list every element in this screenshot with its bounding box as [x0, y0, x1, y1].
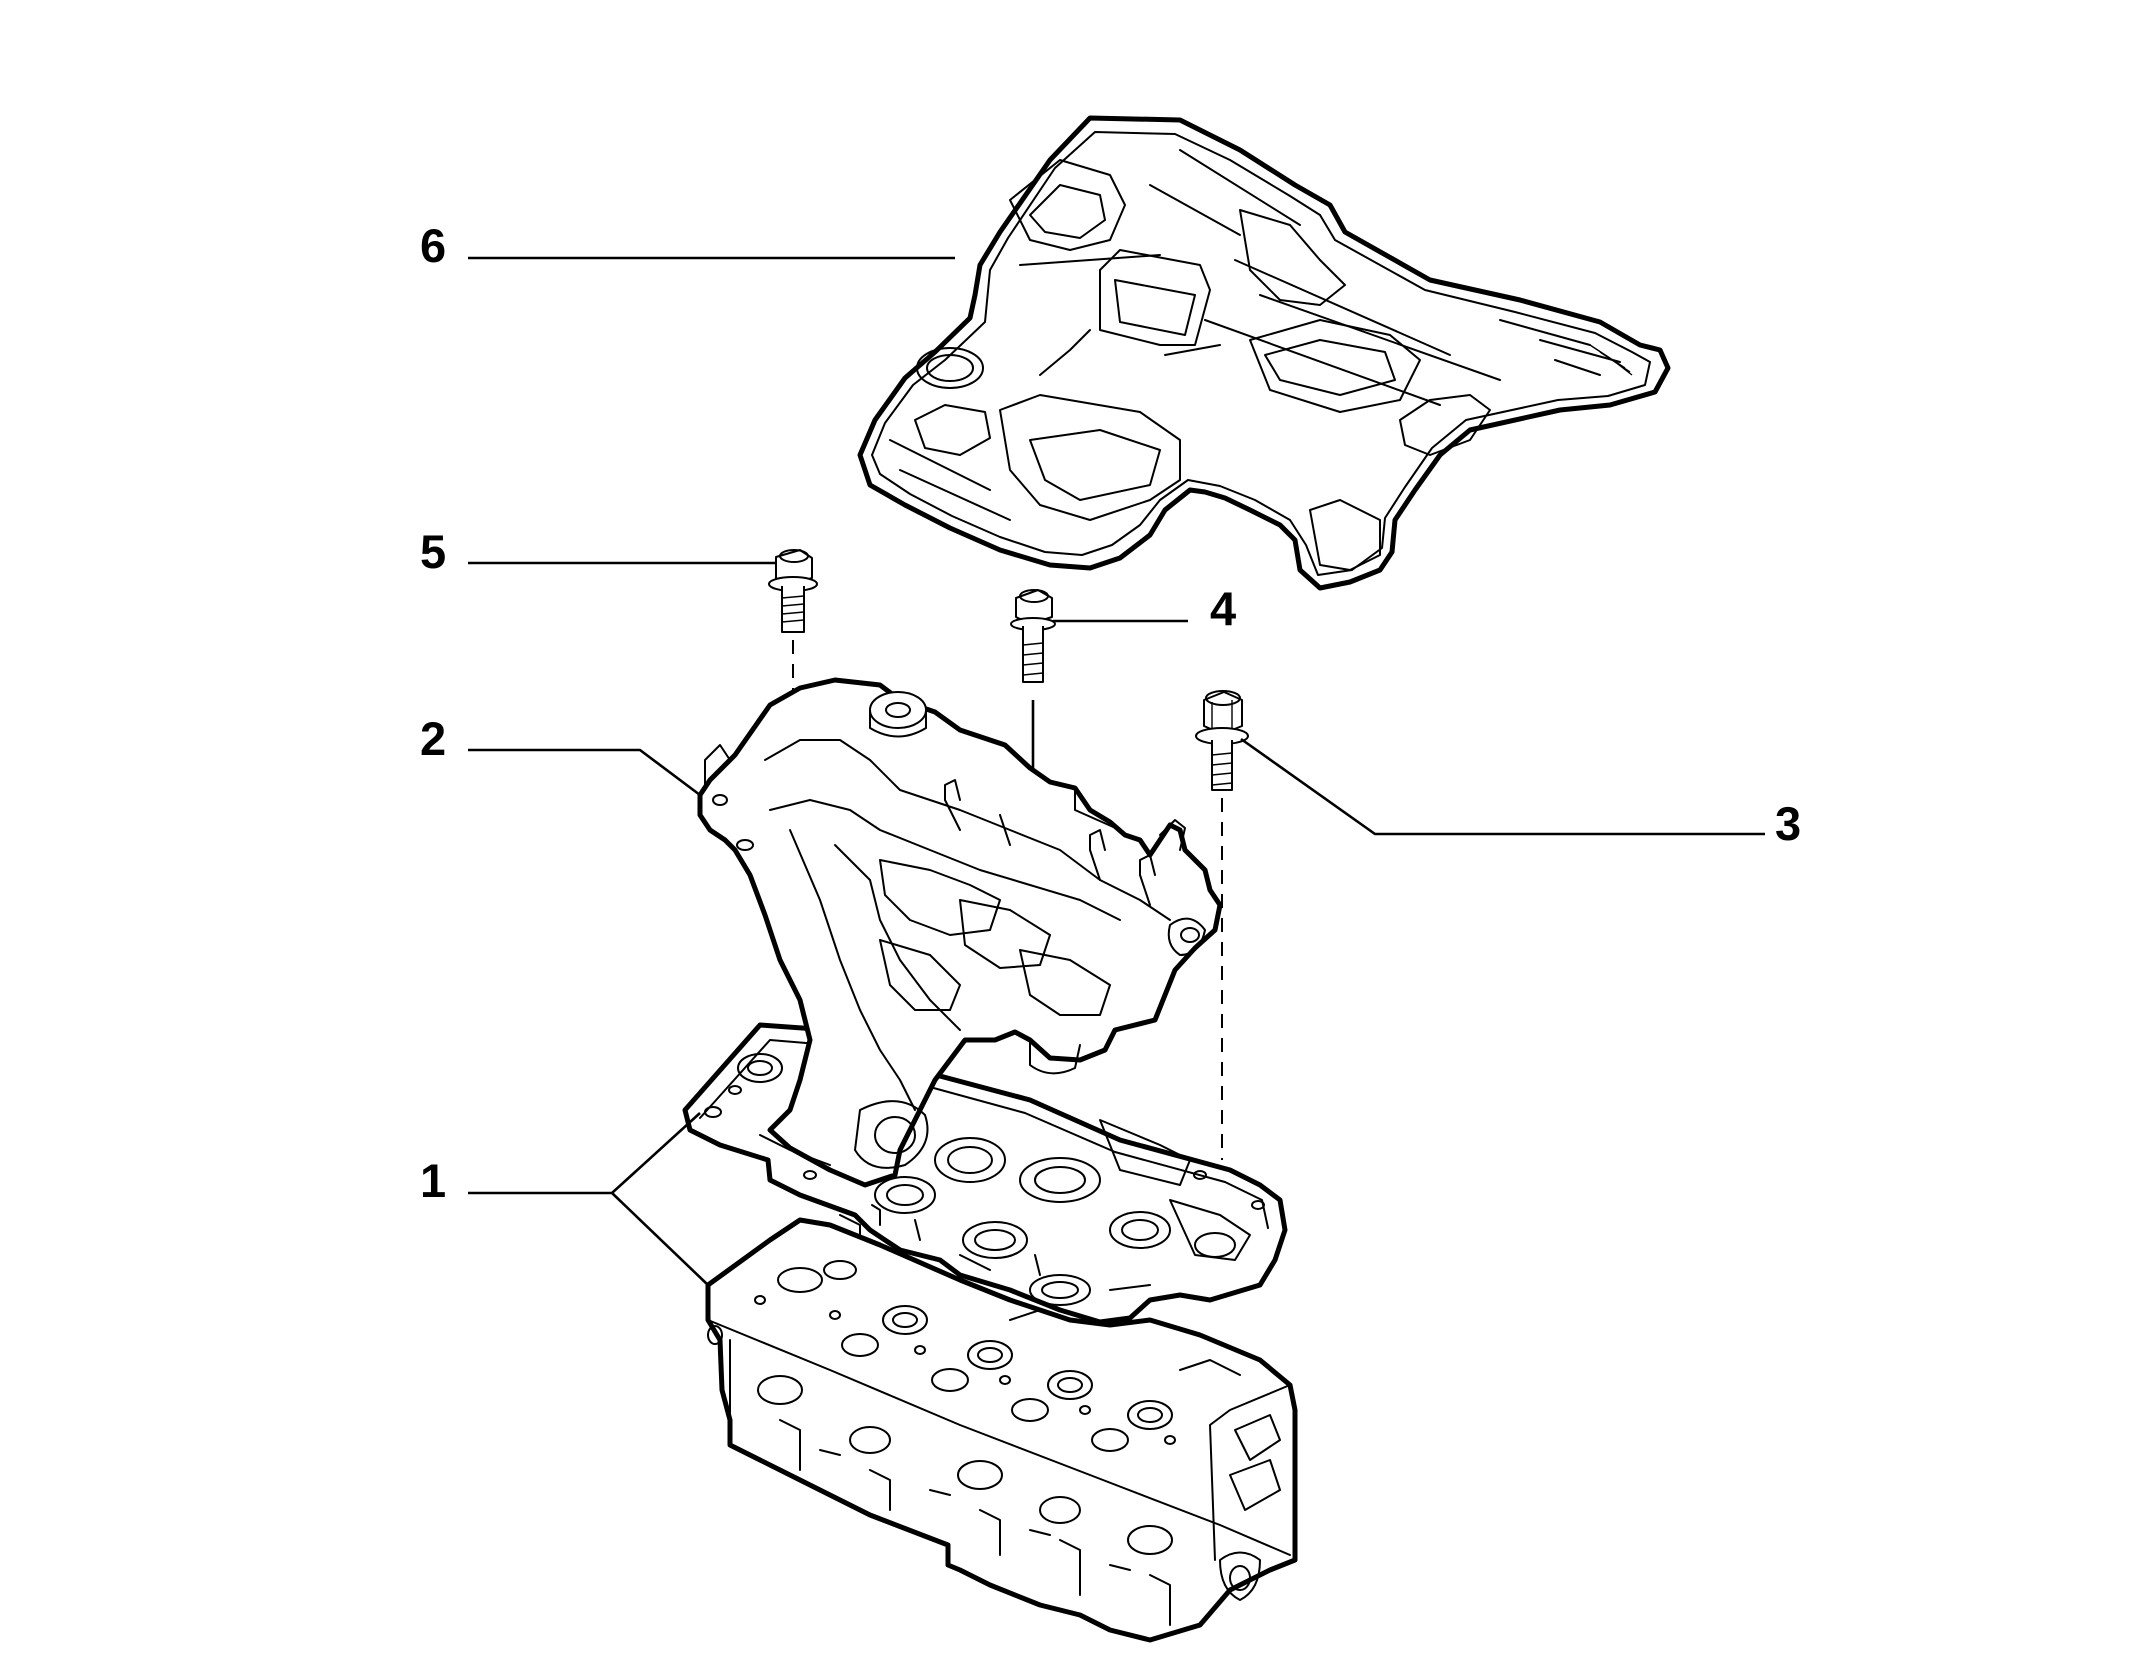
callout-1: 1 [420, 1154, 446, 1207]
callout-4: 4 [1210, 582, 1236, 635]
bolt-part-5 [768, 549, 818, 633]
leader-line-2 [468, 748, 701, 797]
callout-labels: 6 5 4 2 3 1 [420, 219, 1801, 1207]
cylinder-head-lower-part [705, 1217, 1298, 1643]
bolt-part-4 [1010, 589, 1056, 683]
intake-manifold-part [697, 677, 1223, 1188]
leader-line-1 [468, 1112, 709, 1286]
leader-line-3 [1240, 737, 1765, 836]
callout-5: 5 [420, 525, 446, 578]
callout-3: 3 [1775, 797, 1801, 850]
leader-lines [468, 256, 1765, 1286]
bolt-part-3 [1195, 690, 1249, 791]
engine-cover-part [857, 115, 1671, 591]
callout-6: 6 [420, 219, 446, 272]
callout-2: 2 [420, 712, 446, 765]
